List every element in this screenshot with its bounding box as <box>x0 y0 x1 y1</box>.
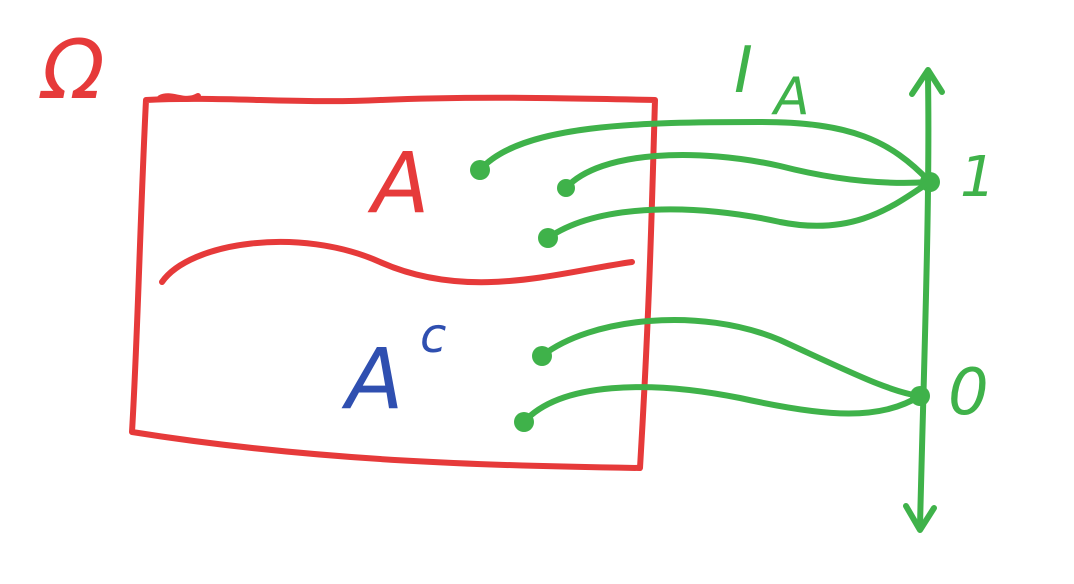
complement-superscript: c <box>420 308 446 364</box>
element-point-complement <box>514 412 534 432</box>
number-line-arrow-up <box>909 67 945 97</box>
set-a-label: A <box>367 134 429 232</box>
number-line-arrow-down <box>903 503 937 533</box>
mapping-curve <box>539 317 923 399</box>
value-zero-label: 0 <box>948 356 989 430</box>
mapping-curve <box>545 179 933 241</box>
sample-space-box <box>129 94 658 471</box>
sample-space-box-notch <box>157 93 201 102</box>
complement-label: A <box>341 330 403 428</box>
indicator-subscript: A <box>771 67 810 127</box>
element-point-a <box>538 228 558 248</box>
number-line <box>917 75 932 529</box>
mapping-curve <box>521 384 923 425</box>
value-one-label: 1 <box>960 145 996 210</box>
mapping-curve <box>477 119 933 185</box>
element-point-a <box>470 160 490 180</box>
mapping-curve <box>563 152 933 191</box>
sample-space-label: Ω <box>39 23 105 118</box>
partition-curve <box>159 238 635 286</box>
element-point-complement <box>532 346 552 366</box>
element-point-a <box>557 179 575 197</box>
indicator-label: I <box>734 34 753 108</box>
